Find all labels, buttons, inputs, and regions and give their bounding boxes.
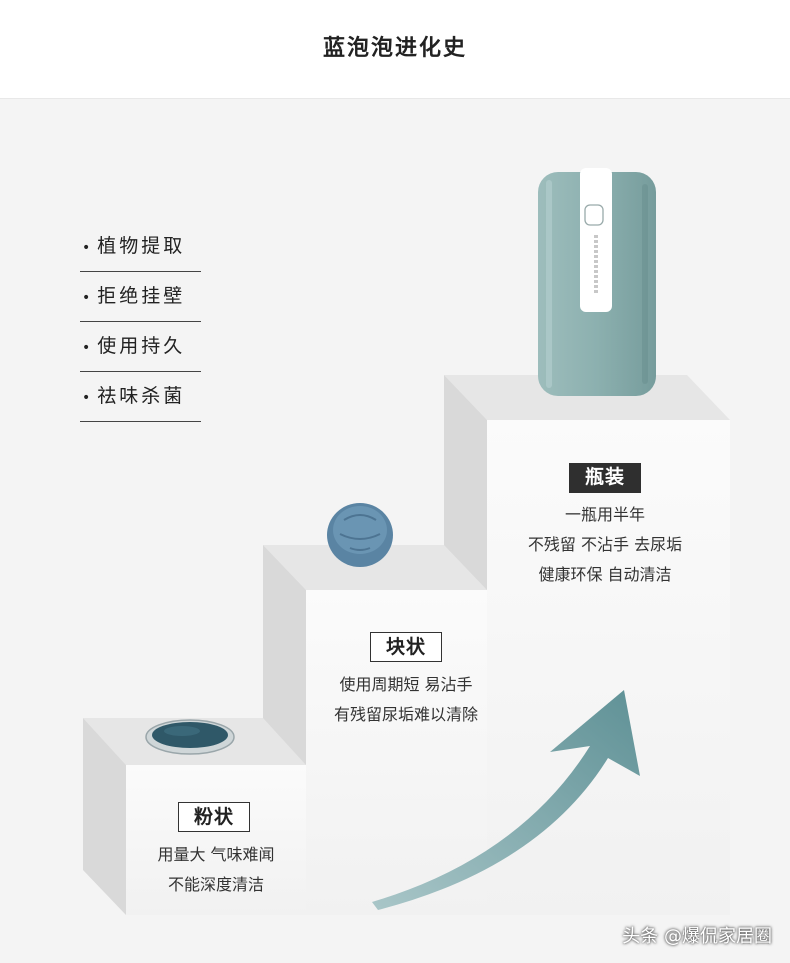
- desc-line: 一瓶用半年: [564, 505, 645, 524]
- stage-desc-tablet: 使用周期短 易沾手 有残留尿垢难以清除: [306, 670, 506, 730]
- bullet-icon: •: [82, 390, 94, 406]
- step-1-front: [126, 765, 306, 915]
- stage-label-tablet: 块状: [370, 632, 442, 662]
- feature-label: 使用持久: [97, 335, 186, 357]
- feature-label: 拒绝挂壁: [97, 285, 186, 307]
- feature-label: 祛味杀菌: [97, 385, 186, 407]
- page-title: 蓝泡泡进化史: [322, 36, 467, 61]
- desc-line: 健康环保 自动清洁: [538, 565, 672, 584]
- bullet-icon: •: [82, 340, 94, 356]
- powder-disc-image: [145, 719, 235, 755]
- stage-label-powder: 粉状: [178, 802, 250, 832]
- step-2-top: [263, 545, 487, 590]
- desc-line: 不残留 不沾手 去尿垢: [527, 535, 683, 554]
- desc-line: 不能深度清洁: [167, 875, 264, 894]
- feature-label: 植物提取: [97, 235, 186, 257]
- step-1-side: [83, 718, 126, 915]
- feature-item: •拒绝挂壁: [80, 272, 201, 322]
- feature-item: •祛味杀菌: [80, 372, 201, 422]
- stage-desc-bottle: 一瓶用半年 不残留 不沾手 去尿垢 健康环保 自动清洁: [503, 500, 707, 590]
- step-3-top: [444, 375, 730, 420]
- bottle-image: [538, 168, 656, 396]
- desc-line: 有残留尿垢难以清除: [333, 705, 478, 724]
- arrow-icon: [372, 690, 640, 910]
- bullet-icon: •: [82, 290, 94, 306]
- bullet-icon: •: [82, 240, 94, 256]
- watermark-text: 头条 @爆侃家居圈: [622, 926, 772, 947]
- tablet-image: [327, 503, 393, 567]
- feature-item: •使用持久: [80, 322, 201, 372]
- desc-line: 使用周期短 易沾手: [339, 675, 473, 694]
- stage-label-bottle: 瓶装: [569, 463, 641, 493]
- feature-list: •植物提取 •拒绝挂壁 •使用持久 •祛味杀菌: [80, 222, 201, 422]
- stage-desc-powder: 用量大 气味难闻 不能深度清洁: [116, 840, 316, 900]
- stair-step-1: [83, 718, 306, 915]
- desc-line: 用量大 气味难闻: [157, 845, 275, 864]
- feature-item: •植物提取: [80, 222, 201, 272]
- page-header: 蓝泡泡进化史: [0, 0, 790, 99]
